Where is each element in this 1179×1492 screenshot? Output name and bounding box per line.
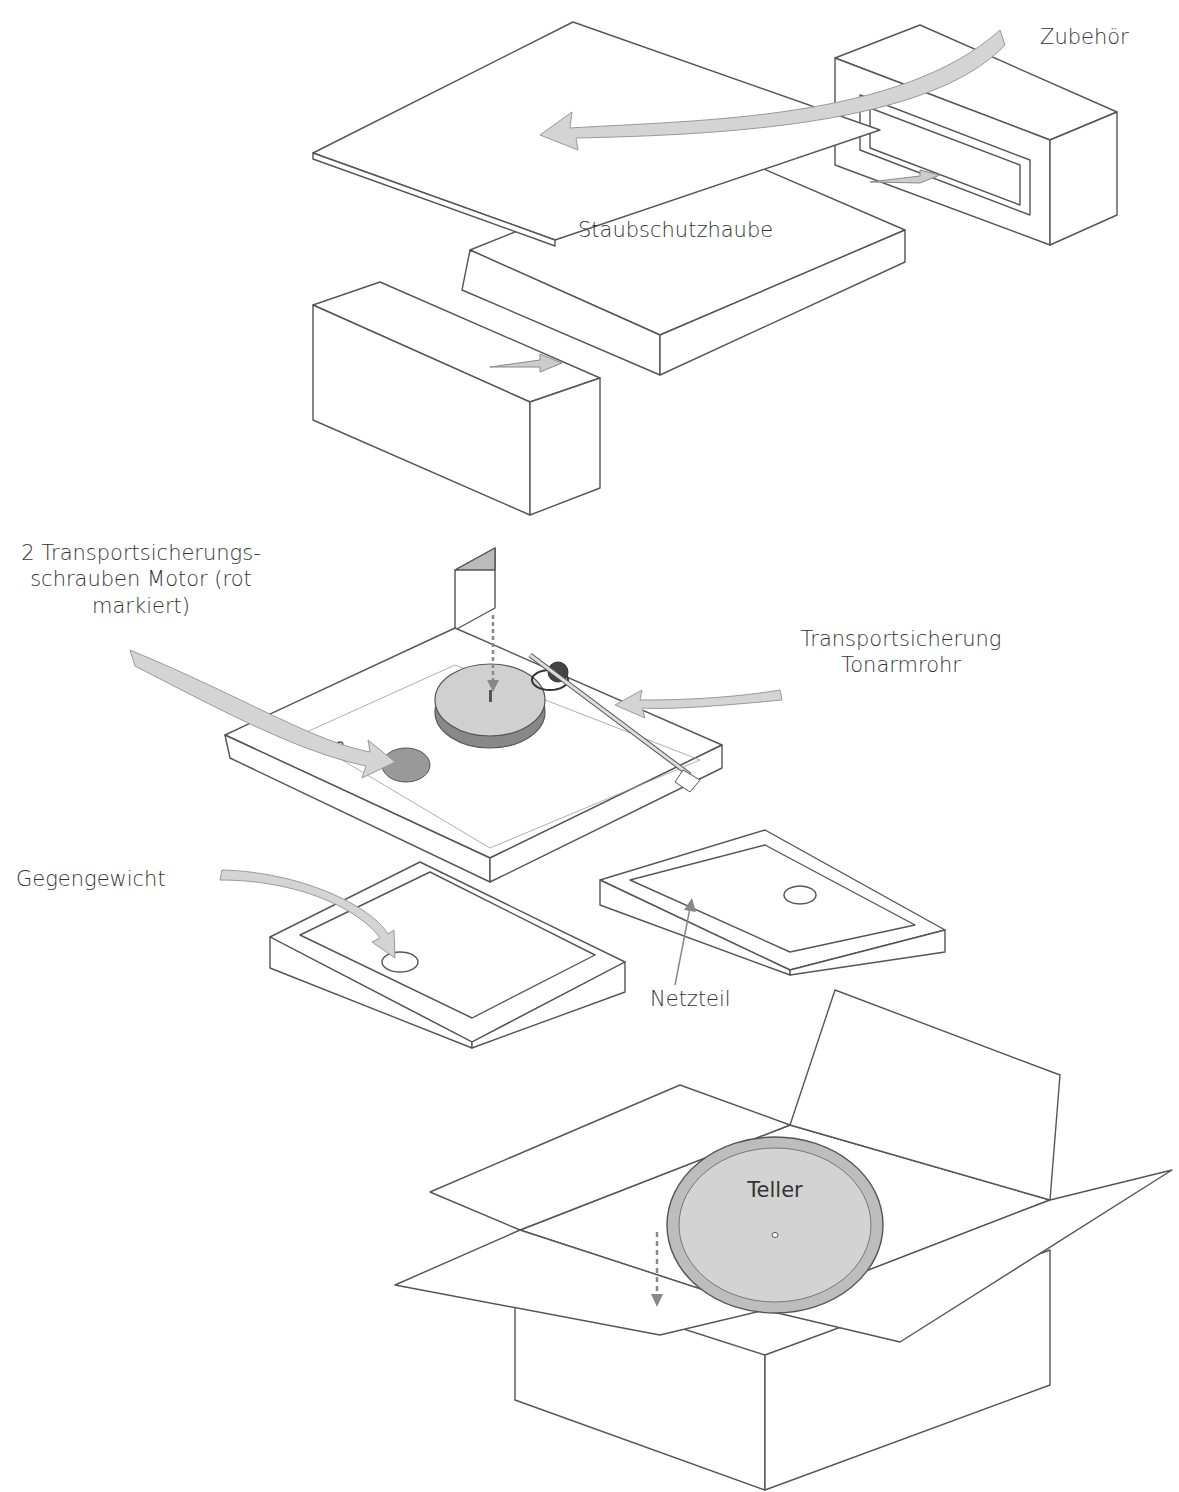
part-label: Staubschutzhaube	[578, 217, 773, 243]
platter-disc: Teller	[665, 1135, 885, 1315]
part-label: Transportsicherung Tonarmrohr	[770, 626, 1032, 679]
part-label: 2 Transportsicherungs- schrauben Motor (…	[10, 540, 272, 619]
part-label: Netzteil	[650, 986, 731, 1012]
part-label: Zubehör	[1040, 24, 1129, 50]
platter-shape	[665, 1135, 885, 1315]
part-label: Gegengewicht	[16, 866, 166, 892]
platter-label: Teller	[747, 1177, 802, 1203]
